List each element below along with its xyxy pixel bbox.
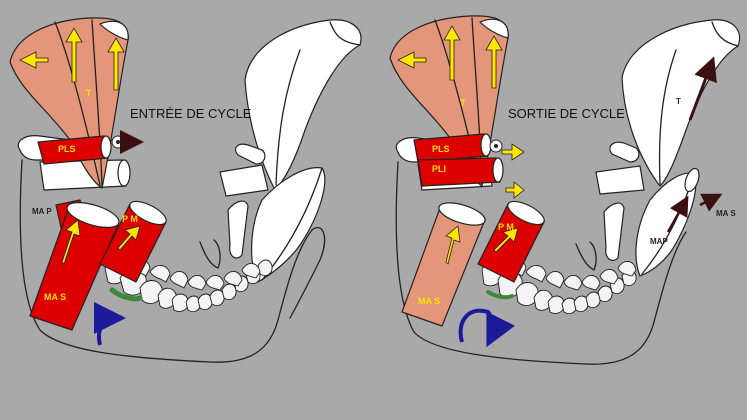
label-pm-left: P M <box>122 214 138 224</box>
label-mas-far: MA S <box>716 209 736 218</box>
pli-right-panel <box>417 157 501 187</box>
label-pli-right-panel: PLI <box>432 164 446 174</box>
rotation-arrow-left <box>93 302 126 346</box>
force-arrows-left <box>19 27 141 265</box>
label-t-far: T <box>676 97 681 106</box>
teeth-right <box>481 259 637 315</box>
label-pls-right-panel: PLS <box>432 144 450 154</box>
panel-title-sortie: SORTIE DE CYCLE <box>508 106 625 121</box>
label-pm-right-panel: P M <box>498 222 514 232</box>
label-map-left: MA P <box>32 207 52 216</box>
t-arrow-right <box>688 56 717 121</box>
green-contact-mark <box>109 287 143 302</box>
label-map-far: MAP <box>650 237 668 246</box>
label-mas-left: MA S <box>44 292 66 302</box>
right-coronoid-block <box>219 164 269 197</box>
right-condyle <box>235 143 266 165</box>
label-pls-left: PLS <box>58 144 76 154</box>
right-masseter <box>251 167 326 283</box>
rotation-arrow-right <box>458 308 516 348</box>
pls-right-panel <box>413 133 489 163</box>
label-t-left: T <box>86 88 92 98</box>
force-arrows-right <box>397 25 525 265</box>
pls-left <box>37 135 109 165</box>
right-temporalis <box>244 19 362 191</box>
panel-entree: ENTRÉE DE CYCLE T PLS MA P P M MA S <box>9 17 362 363</box>
pls-arrow-left <box>111 130 144 154</box>
mandible-outline-right <box>395 161 687 365</box>
panel-sortie: SORTIE DE CYCLE T PLS PLI P M MA S T MAP… <box>389 15 741 365</box>
mas-right-panel <box>401 207 485 327</box>
label-t-right-panel: T <box>460 98 466 108</box>
panel-title-entree: ENTRÉE DE CYCLE <box>130 106 252 121</box>
label-mas-right-panel: MA S <box>418 296 440 306</box>
